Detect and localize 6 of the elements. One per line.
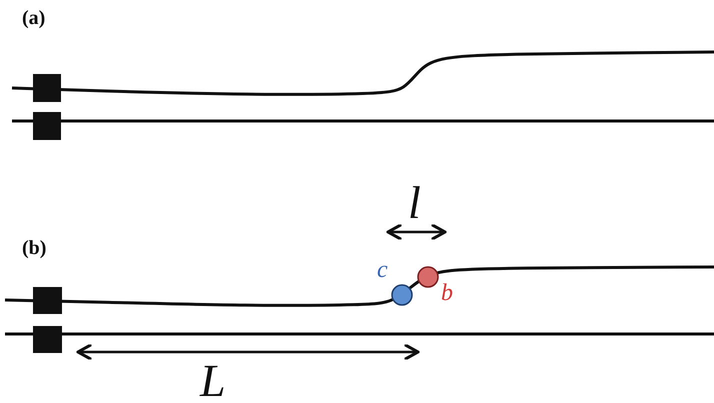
point-label: c [377, 258, 388, 282]
panel-label: (a) [22, 8, 46, 28]
point-label: b [441, 281, 453, 305]
dimension-label: l [408, 180, 421, 226]
dimension-label: L [200, 358, 226, 403]
panel-label: (b) [22, 238, 46, 258]
